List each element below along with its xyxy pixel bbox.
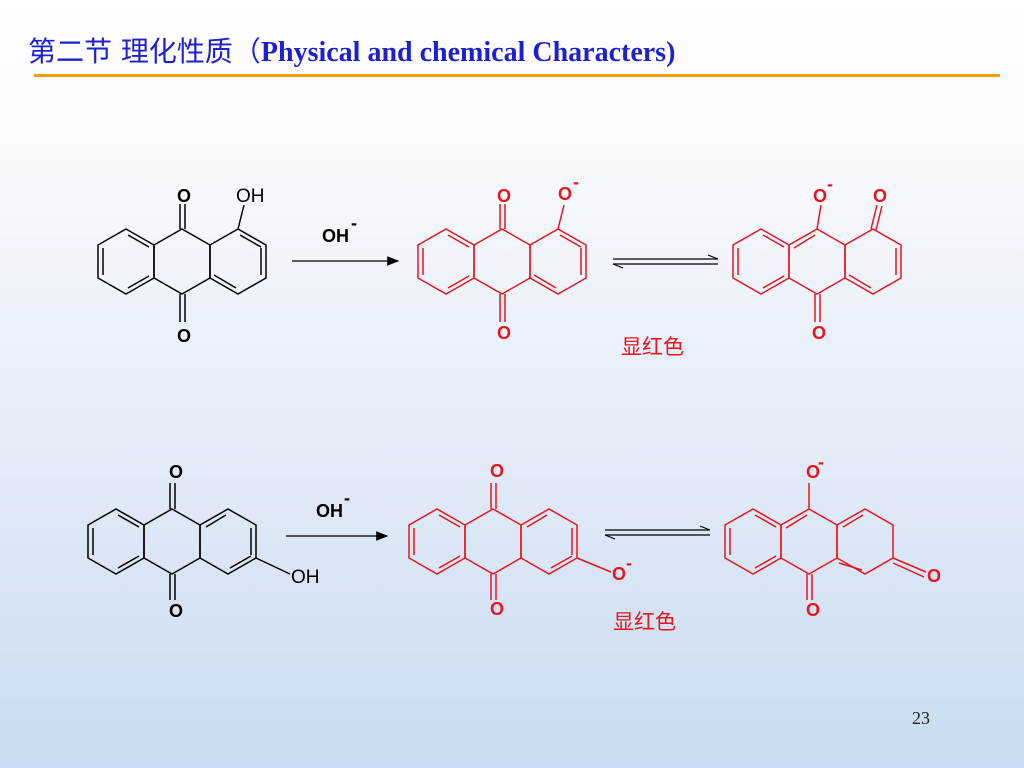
- reactant-1-hydroxyl: OH: [236, 186, 265, 207]
- product-2a-anion-oxygen: O: [612, 564, 626, 584]
- reagent-1-charge: -: [351, 213, 357, 233]
- reactant-1-bottom-oxygen: O: [177, 326, 191, 346]
- reactant-2-top-oxygen: O: [169, 462, 183, 482]
- product-1a-anion-oxygen: O: [558, 184, 572, 204]
- reactant-1-top-oxygen: O: [177, 186, 191, 206]
- reaction-2-caption: 显红色: [613, 610, 676, 634]
- reactant-2-bottom-oxygen: O: [169, 601, 183, 621]
- product-1a-structure: [417, 204, 587, 322]
- reagent-2-charge: -: [344, 488, 350, 508]
- page-number: 23: [912, 708, 930, 728]
- product-1a-top-oxygen: O: [497, 186, 511, 206]
- reaction-1-caption: 显红色: [621, 335, 684, 359]
- product-2a-top-oxygen: O: [490, 461, 504, 481]
- slide-title-cn: 第二节 理化性质（: [28, 35, 261, 68]
- equilibrium-arrow-2: [604, 525, 711, 540]
- reagent-1-label: OH: [322, 226, 349, 246]
- product-1b-anion-oxygen: O: [813, 186, 827, 206]
- product-1b-structure: [732, 204, 902, 322]
- title-underline: [34, 74, 1000, 77]
- product-1a-bottom-oxygen: O: [497, 323, 511, 343]
- product-1b-top-oxygen: O: [873, 186, 887, 206]
- reactant-2-structure: [87, 483, 291, 600]
- product-2b-anion-oxygen: O: [806, 462, 820, 482]
- slide-title: 第二节 理化性质（Physical and chemical Character…: [28, 30, 675, 70]
- product-2b-structure: [724, 483, 927, 600]
- slide-title-en: Physical and chemical Characters): [260, 37, 676, 68]
- product-2a-structure: [408, 483, 612, 600]
- reactant-1-structure: [97, 204, 267, 322]
- reactant-2-hydroxyl: OH: [291, 567, 320, 588]
- product-1b-bottom-oxygen: O: [812, 323, 826, 343]
- product-2a-bottom-oxygen: O: [490, 599, 504, 619]
- reagent-2-label: OH: [316, 501, 343, 521]
- product-2a-charge: -: [626, 553, 632, 573]
- equilibrium-arrow-1: [612, 254, 719, 269]
- product-2b-right-oxygen: O: [927, 566, 941, 586]
- product-1a-charge: -: [573, 172, 579, 192]
- product-1b-charge: -: [827, 174, 833, 194]
- product-2b-charge: -: [818, 452, 824, 472]
- product-2b-bottom-oxygen: O: [806, 600, 820, 620]
